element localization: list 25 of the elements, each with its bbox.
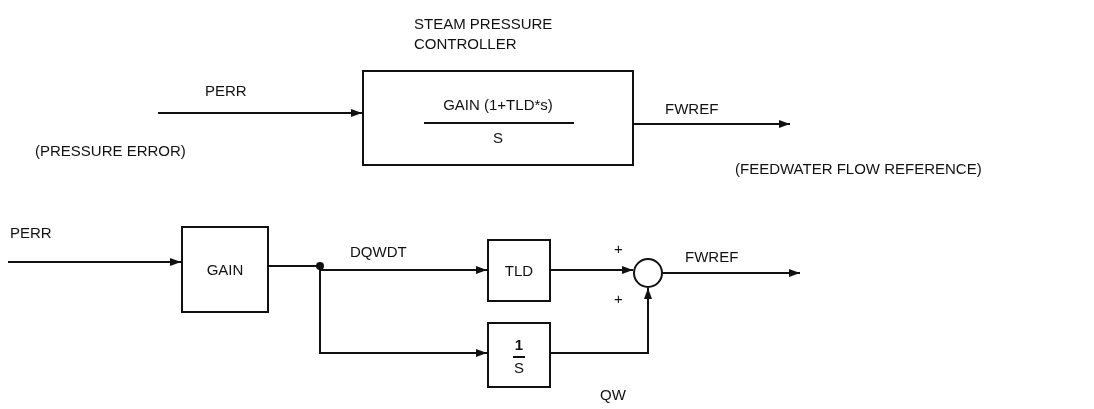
gain-block: GAIN: [181, 226, 269, 313]
signal-label: PERR: [205, 82, 247, 100]
signal-label: DQWDT: [350, 243, 407, 261]
transfer-function-numerator: GAIN (1+TLD*s): [442, 96, 554, 114]
block-heading: STEAM PRESSURE CONTROLLER: [414, 14, 554, 54]
signal-label: FWREF: [685, 248, 739, 266]
plus-sign: +: [614, 240, 623, 258]
fraction-denominator: S: [513, 359, 525, 377]
signal-label: PERR: [10, 224, 52, 242]
transfer-function-denominator: S: [492, 129, 504, 147]
signal-arrow: [157, 109, 363, 117]
signal-arrow: [633, 120, 791, 128]
signal-arrow: [662, 269, 801, 277]
signal-arrow: [7, 258, 182, 266]
integrator-block: [487, 322, 551, 388]
signal-label: FWREF: [665, 100, 719, 118]
signal-arrow: [550, 287, 652, 354]
fraction-numerator: 1: [513, 336, 525, 354]
signal-arrow: [550, 266, 634, 274]
summing-junction-circle: [633, 258, 663, 288]
signal-label: QW: [600, 386, 626, 404]
signal-description: (FEEDWATER FLOW REFERENCE): [735, 160, 982, 178]
plus-sign: +: [614, 290, 623, 308]
signal-description: (PRESSURE ERROR): [35, 142, 186, 160]
gain-block: TLD: [487, 239, 551, 302]
